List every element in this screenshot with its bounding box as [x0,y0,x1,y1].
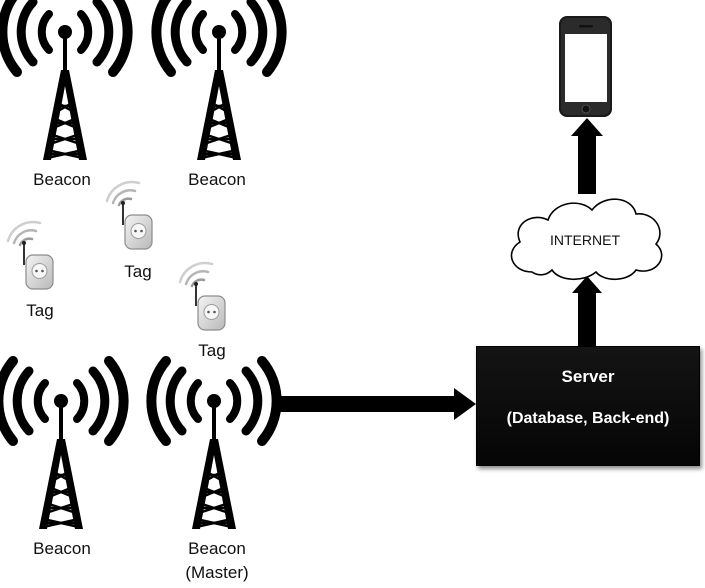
beacon-tower-master [151,361,276,529]
server-title: Server [561,367,615,386]
internet-label: INTERNET [550,232,620,248]
beacon-sublabel-master: (Master) [185,563,249,582]
smartphone-icon [559,16,612,117]
tag-label-1: Tag [124,262,152,281]
beacon-tower-top-right [156,0,281,160]
arrow-server-to-internet [572,276,602,346]
arrow-internet-to-phone [571,118,603,194]
beacon-label-top-right: Beacon [188,170,246,189]
beacon-label-master: Beacon [188,539,246,558]
tag-icon-1 [105,180,154,251]
tag-label-2: Tag [26,301,54,320]
beacon-label-bottom-left: Beacon [33,539,91,558]
server-subtitle: (Database, Back-end) [506,410,670,427]
server-box: Server (Database, Back-end) [476,346,700,466]
internet-cloud-icon [510,198,663,281]
tag-icon-3 [178,261,227,332]
beacon-tower-bottom-left [0,361,124,529]
tag-label-3: Tag [198,341,226,360]
beacon-label-top-left: Beacon [33,170,91,189]
arrow-beacon-to-server [276,388,476,420]
tag-icon-2 [6,220,55,291]
beacon-tower-top-left [2,0,127,160]
